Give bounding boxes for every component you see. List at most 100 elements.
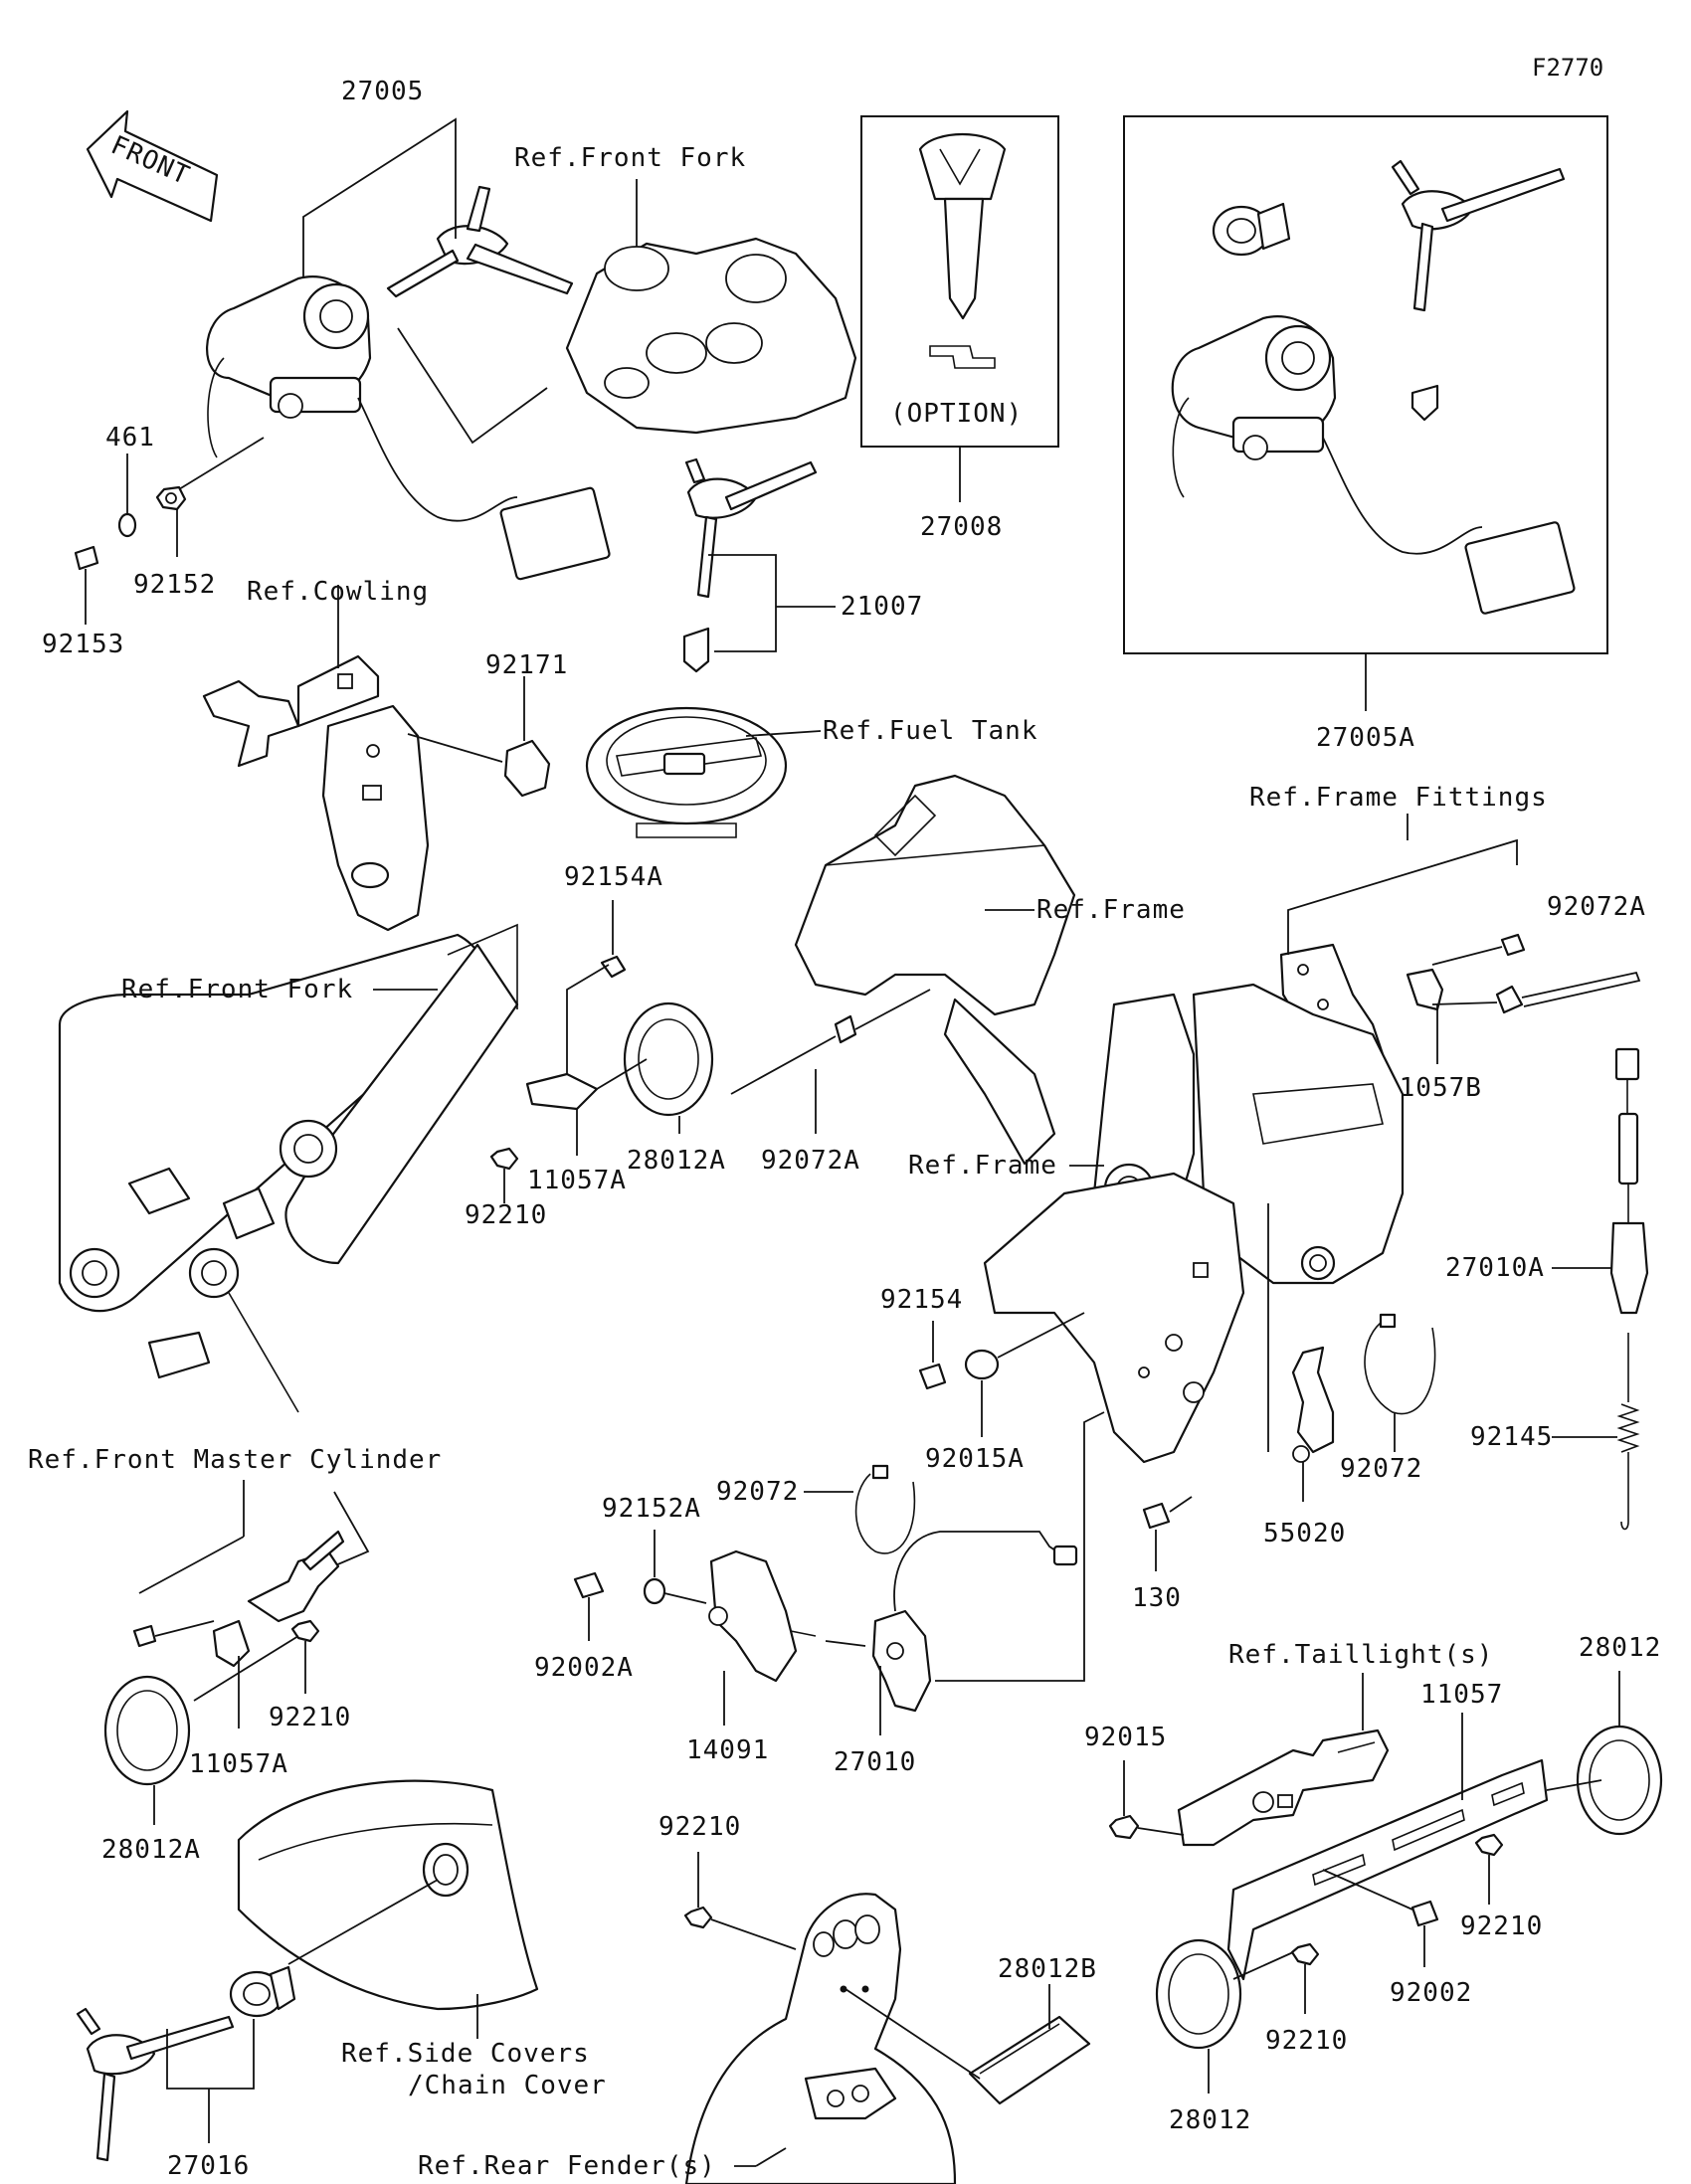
label-ref-taillights: Ref.Taillight(s) <box>1228 1640 1493 1670</box>
label-ref-front-master-cylinder: Ref.Front Master Cylinder <box>28 1445 442 1475</box>
nut-92210-left <box>290 1619 320 1643</box>
label-92152: 92152 <box>133 570 216 600</box>
label-92210-fender: 92210 <box>658 1812 741 1842</box>
collar-92015A <box>964 1349 1000 1380</box>
label-92153: 92153 <box>42 630 124 659</box>
cable-tie-92072A-right <box>1495 971 1641 1014</box>
bracket-11057A-left <box>212 1619 251 1668</box>
reflector-28012A-mid <box>623 1001 714 1117</box>
cowling-bracket <box>202 654 430 932</box>
label-27016: 27016 <box>167 2151 250 2181</box>
washer-92152A <box>643 1577 666 1605</box>
label-461: 461 <box>105 423 155 453</box>
side-cover <box>237 1779 539 2011</box>
switch-27010A <box>1609 1047 1649 1315</box>
bolt-130 <box>1142 1502 1171 1530</box>
clamp-92072-left <box>854 1473 916 1554</box>
washer-461 <box>117 512 137 538</box>
label-ref-frame-lower: Ref.Frame <box>908 1151 1057 1181</box>
lock-cylinder-icon <box>1212 202 1291 257</box>
front-arrow-icon: FRONT <box>86 109 219 223</box>
label-92072-right: 92072 <box>1340 1454 1422 1484</box>
label-92171: 92171 <box>485 650 568 680</box>
label-92002A: 92002A <box>534 1653 634 1683</box>
label-55020: 55020 <box>1263 1519 1346 1548</box>
label-ref-rear-fender: Ref.Rear Fender(s) <box>418 2151 716 2181</box>
triple-clamp <box>565 237 857 435</box>
bolt-92002 <box>1410 1900 1439 1927</box>
label-28012B: 28012B <box>998 1954 1097 1984</box>
label-ref-front-fork-mid: Ref.Front Fork <box>121 975 353 1004</box>
cover-14091 <box>708 1549 817 1683</box>
label-11057A-mid: 11057A <box>527 1166 627 1195</box>
label-92210-lower: 92210 <box>1265 2026 1348 2056</box>
fuel-cap <box>585 706 788 838</box>
frame-lower <box>983 983 1405 1464</box>
label-chain-cover: /Chain Cover <box>408 2071 607 2100</box>
label-27010A: 27010A <box>1445 1253 1545 1283</box>
key-blank-icon <box>918 133 1007 369</box>
bracket-11057A-mid <box>525 1072 599 1111</box>
figure-id: F2770 <box>1532 54 1603 82</box>
ignition-switch-27005 <box>206 275 611 581</box>
reflector-28012B <box>968 2015 1091 2105</box>
bolt-92154 <box>918 1363 947 1390</box>
bolt-92154A <box>600 955 627 979</box>
label-92154: 92154 <box>880 1285 963 1315</box>
taillight-bracket <box>1177 1729 1390 1847</box>
front-fork <box>58 923 519 1379</box>
switch-27010 <box>871 1531 1078 1713</box>
lock-cylinder-icon <box>229 1965 296 2018</box>
label-92210-right: 92210 <box>1460 1911 1543 1941</box>
label-92210-left: 92210 <box>269 1703 351 1732</box>
lock-pin-icon <box>1410 384 1439 422</box>
label-ref-front-fork-top: Ref.Front Fork <box>514 143 746 173</box>
lock-pin-icon <box>682 627 710 673</box>
bolt-icon <box>132 1624 157 1648</box>
label-27008: 27008 <box>920 512 1003 542</box>
label-92152A: 92152A <box>602 1494 701 1524</box>
bracket-11057B <box>1406 968 1444 1011</box>
bracket-11057 <box>1226 1758 1549 1981</box>
label-92154A: 92154A <box>564 862 663 892</box>
label-92145: 92145 <box>1470 1422 1553 1452</box>
label-ref-frame-upper: Ref.Frame <box>1036 895 1186 925</box>
label-92072-left: 92072 <box>716 1477 799 1507</box>
label-92002: 92002 <box>1390 1978 1472 2008</box>
label-92072A-mid: 92072A <box>761 1146 860 1176</box>
nut-92210-lower <box>1290 1942 1320 1966</box>
master-cylinder-bracket <box>247 1530 345 1623</box>
label-92072A-right: 92072A <box>1547 892 1646 922</box>
label-14091: 14091 <box>686 1735 769 1765</box>
label-27010: 27010 <box>834 1747 916 1777</box>
label-92015A: 92015A <box>925 1444 1025 1474</box>
label-ref-frame-fittings: Ref.Frame Fittings <box>1249 783 1548 813</box>
clip-92171 <box>503 739 551 798</box>
bolt-92002A <box>573 1571 605 1599</box>
label-11057A-left: 11057A <box>189 1749 288 1779</box>
label-ref-fuel-tank: Ref.Fuel Tank <box>823 716 1038 746</box>
label-28012A-mid: 28012A <box>627 1146 726 1176</box>
frame-upper <box>794 774 1076 1166</box>
reflector-28012-bottom <box>1155 1938 1242 2050</box>
key-icon <box>386 185 574 298</box>
nut-92210-mid <box>489 1147 519 1171</box>
nut-92210-right <box>1474 1833 1504 1857</box>
ignition-switch-27005A <box>1171 315 1576 615</box>
nut-92210-fender <box>683 1906 713 1929</box>
bolt-92153 <box>74 545 99 571</box>
label-27005A: 27005A <box>1316 723 1415 753</box>
option-label: (OPTION) <box>890 399 1023 429</box>
label-28012-top: 28012 <box>1579 1633 1661 1663</box>
cable-tie-92072A-mid <box>730 1014 857 1095</box>
key-icon <box>684 457 818 599</box>
reflector-28012-top <box>1576 1725 1663 1836</box>
rear-fender <box>684 1893 957 2184</box>
label-21007: 21007 <box>841 592 923 622</box>
clamp-92072-right <box>1364 1322 1436 1415</box>
label-130: 130 <box>1132 1583 1182 1613</box>
bracket-55020 <box>1291 1346 1335 1454</box>
spring-92145 <box>1616 1333 1640 1531</box>
label-ref-cowling: Ref.Cowling <box>247 577 429 607</box>
